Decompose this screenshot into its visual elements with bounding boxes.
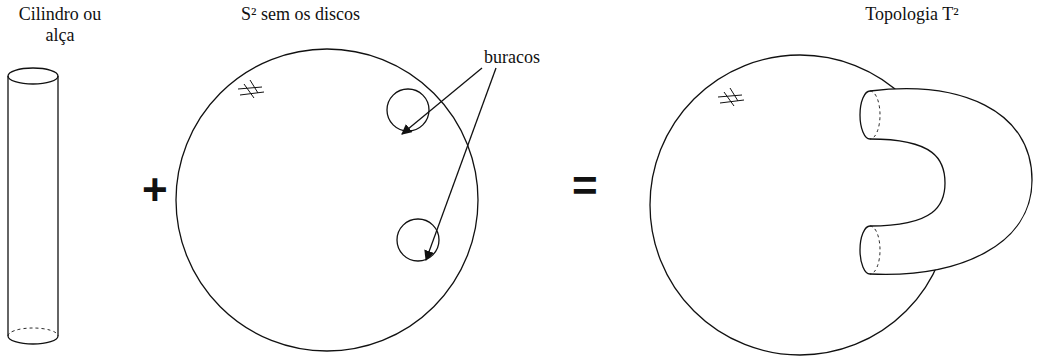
leader-arrows <box>402 68 496 260</box>
plus-sign: + <box>142 168 168 212</box>
heading-text: S² sem os discos <box>239 4 362 25</box>
sphere-with-handle <box>650 55 1032 355</box>
heading-text: Cilindro ou alça <box>4 4 116 45</box>
torus-heading: Topologia T² <box>863 4 961 25</box>
cylinder <box>8 68 58 344</box>
holes-label: buracos <box>484 47 540 68</box>
sphere-heading: S² sem os discos <box>239 4 362 25</box>
sphere-with-holes <box>176 49 478 351</box>
heading-text: Topologia T² <box>863 4 961 25</box>
equals-sign: = <box>572 164 598 208</box>
cylinder-heading: Cilindro ou alça <box>4 4 116 45</box>
